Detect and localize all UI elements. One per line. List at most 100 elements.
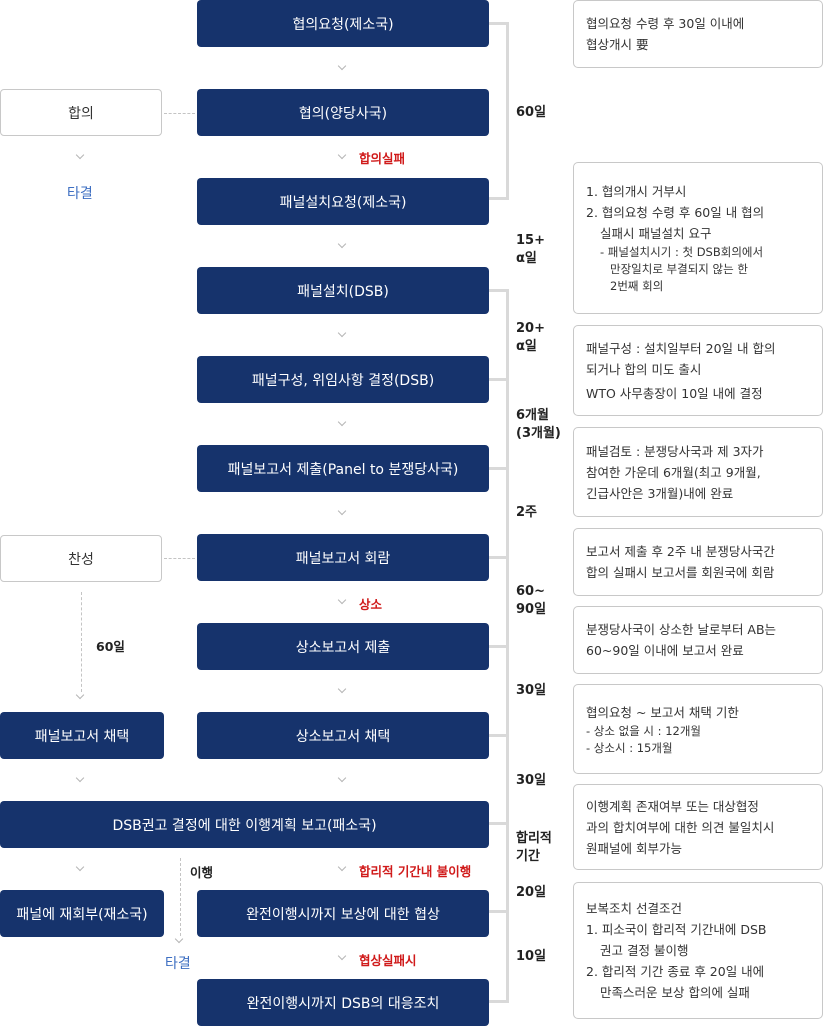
label-consult-fail: 합의실패 [359, 151, 406, 166]
step-label: 상소보고서 제출 [295, 639, 391, 656]
step-appeal-report-adopt: 상소보고서 채택 [197, 712, 489, 759]
note-line: 실패시 패널설치 요구 [600, 226, 712, 241]
duration-line: 90일 [516, 602, 547, 617]
timeline-bar-9 [489, 822, 509, 825]
connector-line [81, 592, 82, 692]
note-line: - 상소 없을 시 : 12개월 [586, 723, 701, 738]
note-adoption-deadline: 협의요청 ~ 보고서 채택 기한 - 상소 없을 시 : 12개월 - 상소시 … [573, 684, 823, 774]
duration-line: α일 [516, 251, 537, 266]
timeline-bar-8 [489, 734, 509, 737]
step-consult-request: 협의요청(제소국) [197, 0, 489, 47]
note-line: 만장일치로 부결되지 않는 한 [610, 262, 748, 276]
duration-label: 10일 [516, 949, 547, 964]
arrow-down-icon [76, 864, 85, 873]
step-compensation-negotiation: 완전이행시까지 보상에 대한 협상 [197, 890, 489, 937]
note-report-circulate: 보고서 제출 후 2주 내 분쟁당사국간 합의 실패시 보고서를 회원국에 회람 [573, 528, 823, 596]
note-line: - 상소시 : 15개월 [586, 740, 673, 755]
link-approval [164, 558, 195, 559]
timeline-bar-2 [489, 197, 509, 200]
duration-line: 기간 [516, 849, 540, 864]
note-title: 협의요청 ~ 보고서 채택 기한 [586, 704, 739, 720]
side-approval: 찬성 [0, 535, 162, 582]
step-implementation-plan: DSB권고 결정에 대한 이행계획 보고(패소국) [0, 801, 489, 848]
timeline-bar-5 [489, 467, 509, 470]
arrow-down-icon [338, 775, 347, 784]
note-line: 1. 피소국이 합리적 기간내에 DSB [586, 922, 767, 937]
note-line: 1. 협의개시 거부시 [586, 184, 687, 199]
duration-label: 6개월 (3개월) [516, 407, 561, 443]
note-line: 참여한 가운데 6개월(최고 9개월, [586, 464, 761, 480]
duration-line: 합리적 [516, 831, 552, 846]
step-panel-report-circulate: 패널보고서 회람 [197, 534, 489, 581]
duration-label: 60~90일 [516, 583, 546, 619]
arrow-down-icon [338, 953, 347, 962]
step-label: 완전이행시까지 보상에 대한 협상 [246, 906, 440, 923]
step-panel-establish: 패널설치(DSB) [197, 267, 489, 314]
duration-label: 60일 [516, 105, 547, 120]
timeline-bar-1v [506, 22, 509, 200]
step-label: 패널보고서 제출(Panel to 분쟁당사국) [227, 461, 459, 478]
note-line: 패널구성 : 설치일부터 20일 내 합의 [586, 340, 776, 356]
note-line: 원패널에 회부가능 [586, 840, 682, 856]
duration-label: 20+α일 [516, 320, 545, 356]
note-line: 2. 협의요청 수령 후 60일 내 협의 [586, 205, 765, 220]
step-panel-compose: 패널구성, 위임사항 결정(DSB) [197, 356, 489, 403]
note-line: 60~90일 이내에 보고서 완료 [586, 643, 744, 658]
note-line: 패널검토 : 분쟁당사국과 제 3자가 [586, 443, 764, 459]
step-consult: 협의(양당사국) [197, 89, 489, 136]
timeline-bar-4 [489, 378, 509, 381]
duration-label: 30일 [516, 773, 547, 788]
side-label: 패널보고서 채택 [34, 728, 130, 745]
note-line: WTO 사무총장이 10일 내에 결정 [586, 385, 763, 401]
duration-line: (3개월) [516, 426, 561, 441]
timeline-bar-9v [506, 822, 509, 913]
label-negotiation-fail: 협상실패시 [359, 953, 417, 968]
step-label: 패널설치요청(제소국) [279, 194, 407, 211]
step-label: DSB권고 결정에 대한 이행계획 보고(패소국) [112, 817, 377, 834]
step-label: 완전이행시까지 DSB의 대응조치 [246, 995, 440, 1012]
arrow-down-icon [338, 864, 347, 873]
side-panel-report-adopt: 패널보고서 채택 [0, 712, 164, 759]
timeline-bar-10 [489, 910, 509, 913]
note-line: 권고 결정 불이행 [600, 943, 689, 958]
step-countermeasures: 완전이행시까지 DSB의 대응조치 [197, 979, 489, 1026]
note-implementation-dispute: 이행계획 존재여부 또는 대상협정 과의 합치여부에 대한 의견 불일치시 원패… [573, 784, 823, 870]
duration-label: 20일 [516, 885, 547, 900]
label-implement: 이행 [190, 865, 214, 880]
arrow-down-icon [175, 936, 184, 945]
arrow-down-icon [338, 152, 347, 161]
step-label: 협의(양당사국) [298, 105, 388, 122]
note-line: - 패널설치시기 : 첫 DSB회의에서 [600, 245, 764, 259]
side-remand-panel: 패널에 재회부(재소국) [0, 890, 164, 937]
note-line: 이행계획 존재여부 또는 대상협정 [586, 798, 759, 814]
outcome-settled: 타결 [67, 186, 93, 202]
duration-line: α일 [516, 339, 537, 354]
arrow-down-icon [338, 508, 347, 517]
arrow-down-icon [338, 597, 347, 606]
timeline-bar-7v [506, 645, 509, 737]
timeline-bar-10v [506, 910, 509, 1003]
note-line: 보고서 제출 후 2주 내 분쟁당사국간 [586, 544, 775, 559]
duration-label: 30일 [516, 683, 547, 698]
note-panel-review: 패널검토 : 분쟁당사국과 제 3자가 참여한 가운데 6개월(최고 9개월, … [573, 427, 823, 517]
note-line: 협의요청 수령 후 30일 이내에 [586, 16, 745, 31]
duration-line: 6개월 [516, 408, 549, 423]
duration-label: 15+α일 [516, 232, 545, 268]
note-consult-request: 협의요청 수령 후 30일 이내에 협상개시 要 [573, 0, 823, 68]
timeline-bar-3v [506, 289, 509, 381]
note-line: 2번째 회의 [610, 279, 664, 293]
side-label: 패널에 재회부(재소국) [16, 906, 148, 923]
link-agreement [164, 113, 195, 114]
duration-line: 60~ [516, 584, 545, 599]
step-panel-report-submit: 패널보고서 제출(Panel to 분쟁당사국) [197, 445, 489, 492]
step-label: 패널설치(DSB) [297, 283, 389, 300]
timeline-bar-6v [506, 556, 509, 648]
arrow-down-icon [76, 775, 85, 784]
step-appeal-report-submit: 상소보고서 제출 [197, 623, 489, 670]
timeline-bar-4v [506, 378, 509, 470]
note-line: 분쟁당사국이 상소한 날로부터 AB는 [586, 622, 777, 637]
note-panel-compose: 패널구성 : 설치일부터 20일 내 합의 되거나 합의 미도 출시 WTO 사… [573, 325, 823, 416]
label-non-compliance: 합리적 기간내 불이행 [359, 864, 472, 879]
side-label: 찬성 [68, 551, 94, 568]
